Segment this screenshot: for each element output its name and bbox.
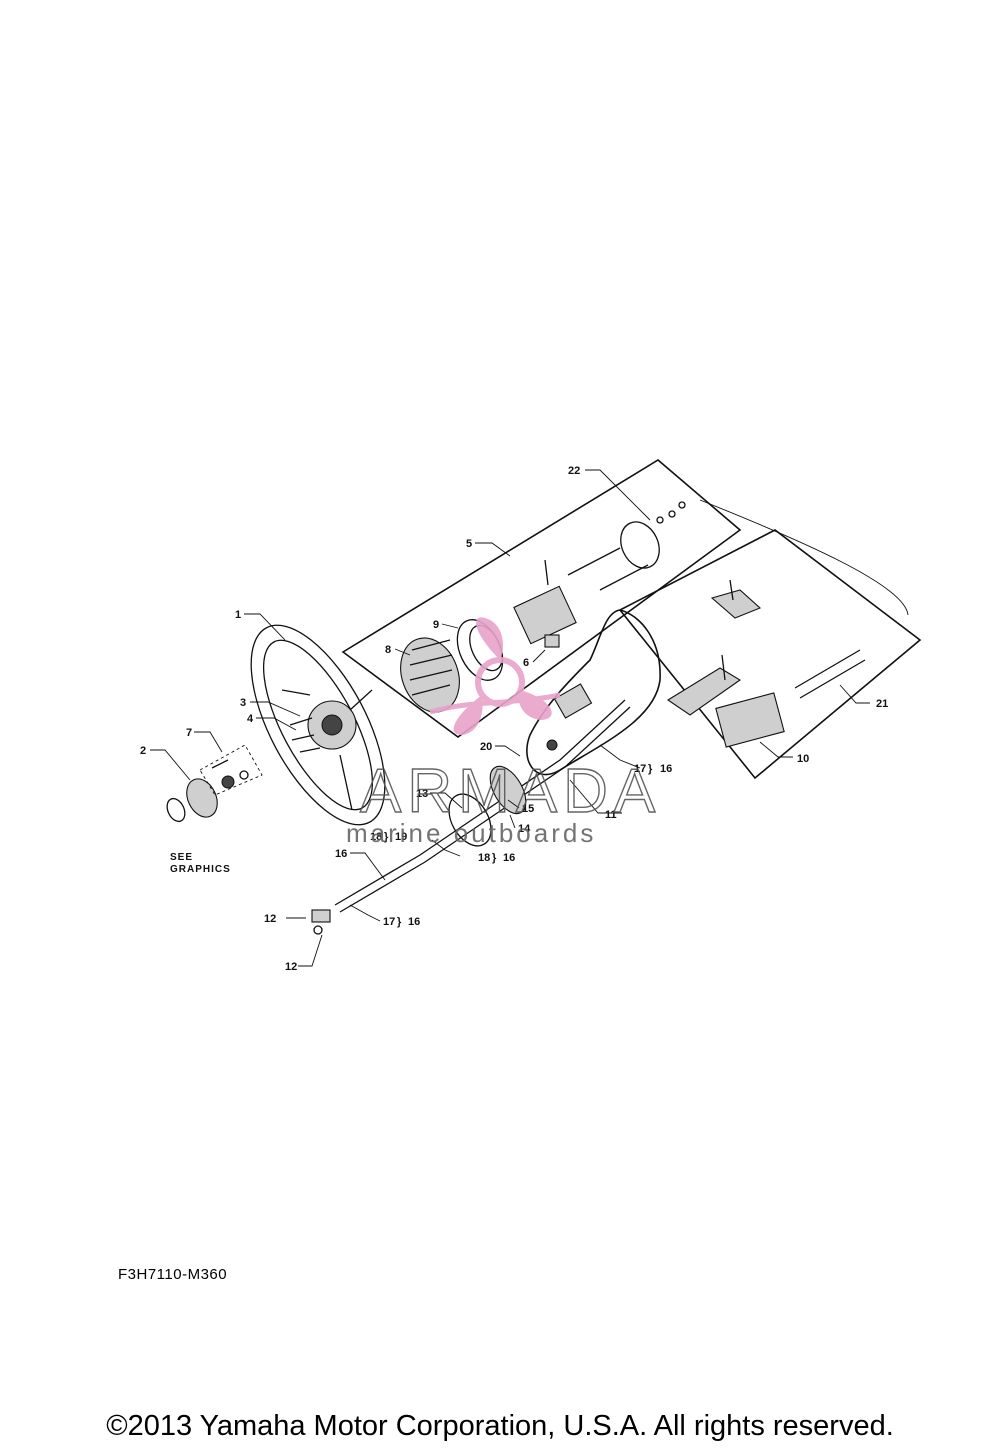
svg-text:}: } — [492, 852, 497, 864]
svg-text:}: } — [397, 916, 402, 928]
watermark-brand: ARMADA — [360, 757, 661, 826]
callout-5: 5 — [466, 538, 472, 550]
svg-text:}: } — [648, 763, 653, 775]
callout-group-18-16: 18 } 16 — [478, 852, 515, 864]
callout-22: 22 — [568, 465, 580, 477]
callout-2: 2 — [140, 745, 146, 757]
mount-bracket — [666, 579, 866, 748]
callout-3: 3 — [240, 697, 246, 709]
wheel-bolts — [289, 717, 321, 753]
callout-6: 6 — [523, 657, 529, 669]
svg-text:17: 17 — [634, 763, 646, 775]
callout-11: 11 — [605, 809, 617, 821]
callout-1: 1 — [235, 609, 241, 621]
callout-8: 8 — [385, 644, 391, 656]
callout-21: 21 — [876, 698, 888, 710]
svg-text:18: 18 — [478, 852, 490, 864]
svg-text:18: 18 — [370, 831, 382, 843]
propeller-logo — [429, 617, 561, 735]
callout-9: 9 — [433, 619, 439, 631]
hub-cap — [166, 778, 218, 823]
svg-text:16: 16 — [408, 916, 420, 928]
callout-group-17-16-lower: 17 } 16 — [383, 916, 420, 928]
callout-13: 13 — [416, 788, 428, 800]
clevis-end — [311, 909, 331, 935]
svg-text:}: } — [384, 831, 389, 843]
armada-watermark: ARMADA marine outboards — [346, 617, 661, 848]
callout-10: 10 — [797, 753, 809, 765]
helm-unit — [513, 501, 686, 648]
svg-text:16: 16 — [660, 763, 672, 775]
callout-14: 14 — [518, 823, 531, 835]
callout-15: 15 — [522, 803, 534, 815]
svg-text:17: 17 — [383, 916, 395, 928]
assembly-10-frame — [618, 529, 922, 780]
copyright-notice: ©2013 Yamaha Motor Corporation, U.S.A. A… — [106, 1410, 894, 1442]
callout-12-lower: 12 — [285, 961, 297, 973]
bellows-and-ring — [400, 619, 504, 713]
svg-text:19: 19 — [395, 831, 407, 843]
callout-group-17-16-upper: 17 } 16 — [634, 763, 672, 775]
frame-link-line — [699, 499, 909, 616]
see-graphics-line-2: GRAPHICS — [170, 864, 231, 875]
callout-group-18-19: 18 } 19 — [370, 831, 407, 843]
diagram-code: F3H7110-M360 — [118, 1266, 228, 1283]
assembly-5-frame — [341, 459, 742, 738]
nut-group — [199, 744, 263, 796]
svg-text:16: 16 — [503, 852, 515, 864]
callout-4: 4 — [247, 713, 254, 725]
steering-wheel — [250, 624, 386, 826]
watermark-tagline: marine outboards — [346, 818, 596, 848]
leader-lines — [150, 469, 870, 967]
callout-16: 16 — [335, 848, 347, 860]
see-graphics-line-1: SEE — [170, 852, 193, 863]
callout-7: 7 — [186, 727, 192, 739]
cable-assembly — [334, 683, 631, 913]
callout-20: 20 — [480, 741, 492, 753]
callout-12-upper: 12 — [264, 913, 276, 925]
